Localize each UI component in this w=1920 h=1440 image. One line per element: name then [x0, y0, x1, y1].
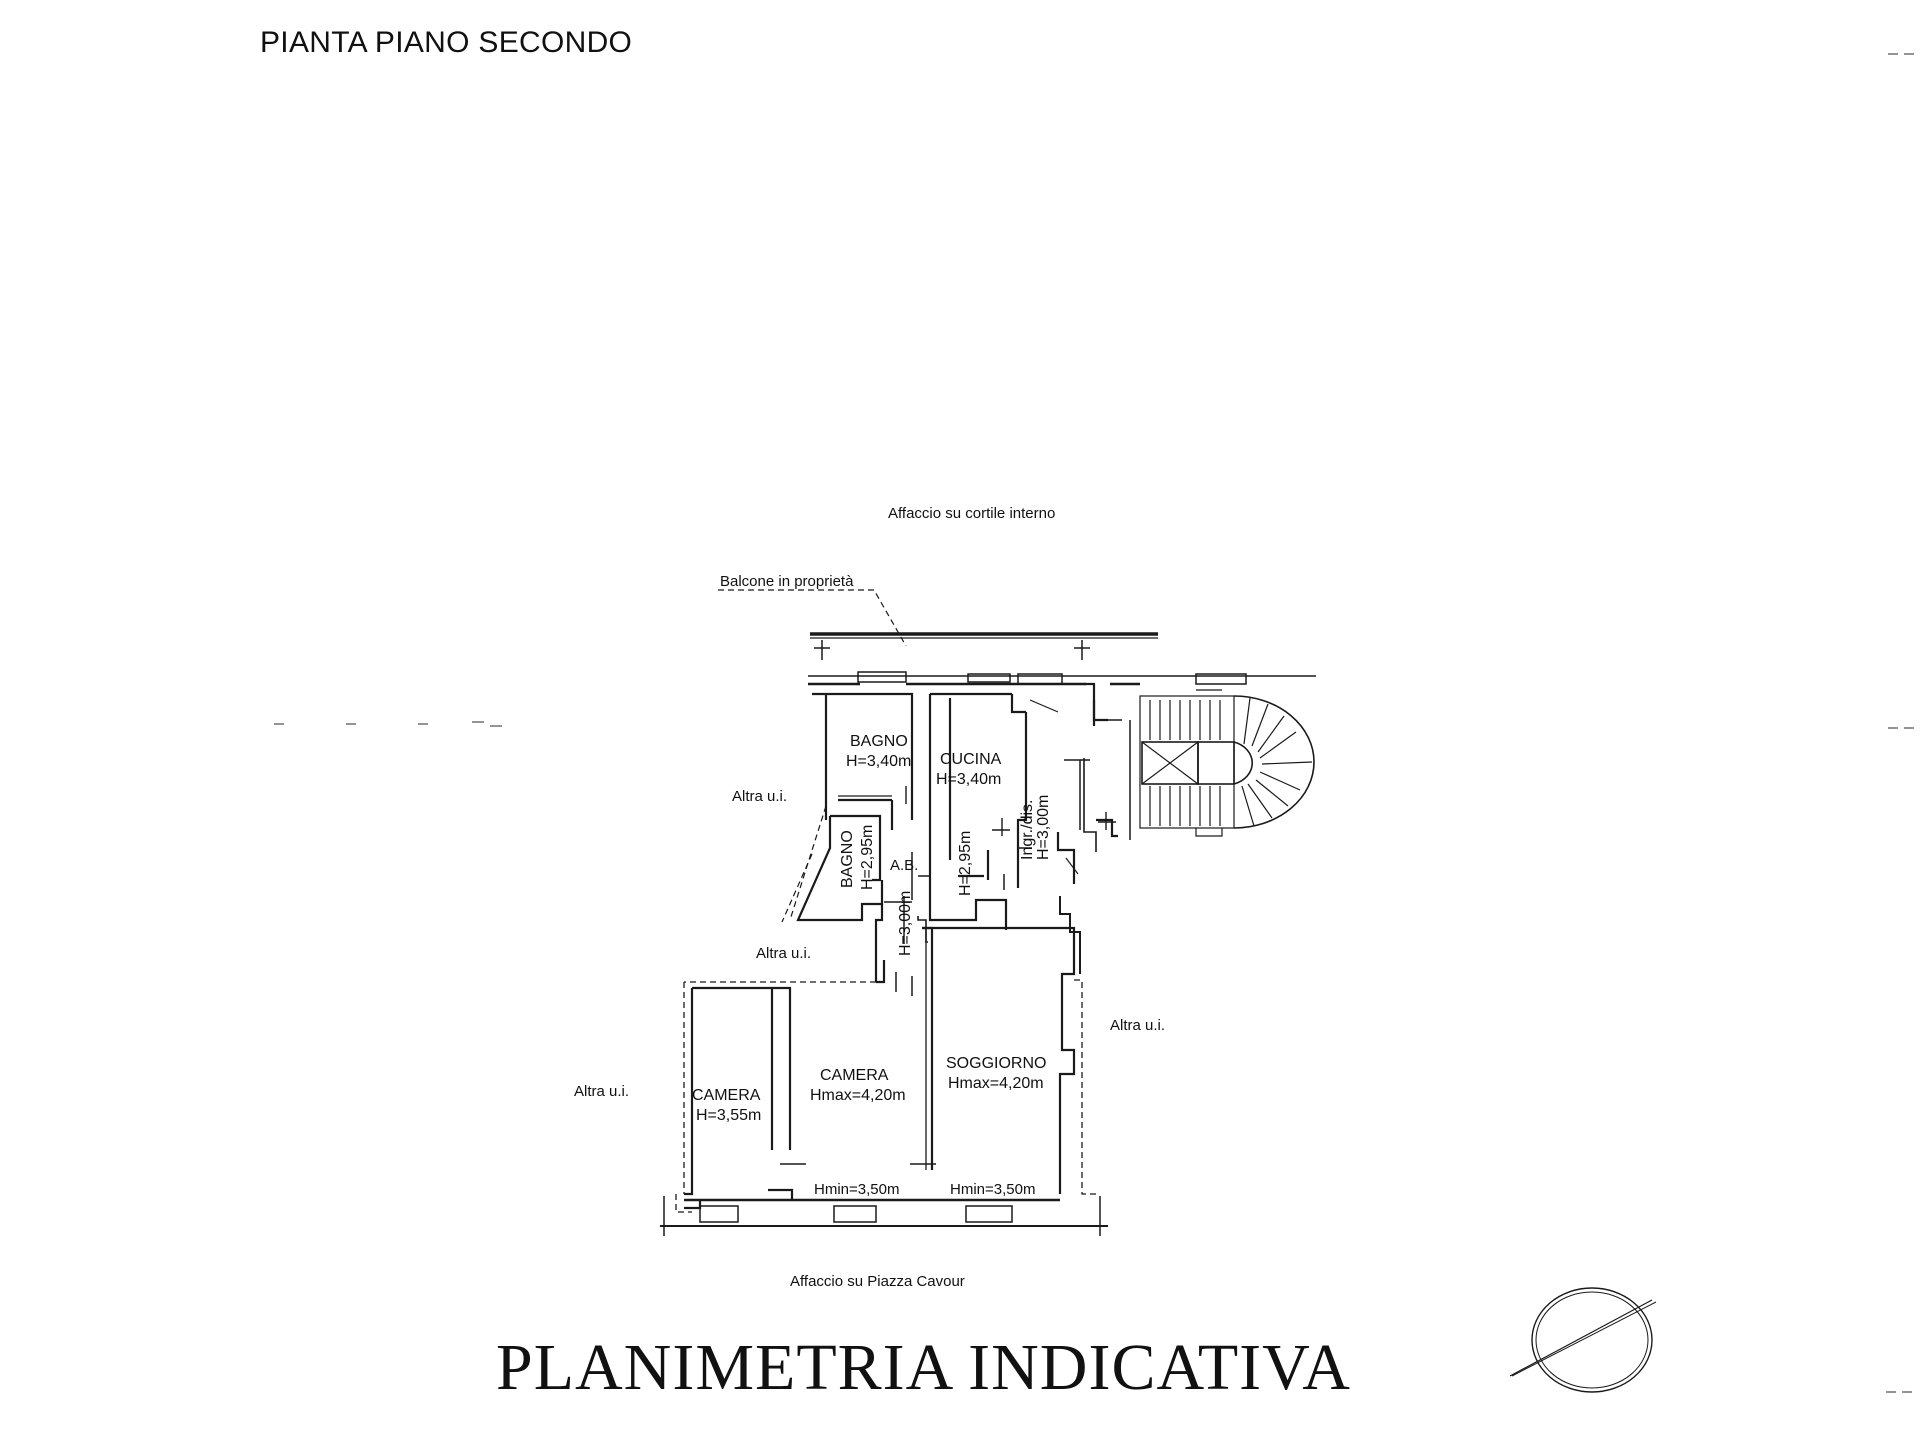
room-name-soggiorno: SOGGIORNO	[946, 1055, 1046, 1072]
facing-bottom-label: Affaccio su Piazza Cavour	[790, 1273, 965, 1290]
room-height-bagno-2: H=2,95m	[859, 825, 876, 890]
room-height-disimpegno: H=2,95m	[957, 831, 974, 896]
other-unit-label: Altra u.i.	[574, 1083, 629, 1100]
other-unit-label: Altra u.i.	[1110, 1017, 1165, 1034]
room-height-bagno: H=3,40m	[846, 753, 911, 770]
room-height-ingresso: H=3,00m	[1035, 795, 1052, 860]
room-hmin-camera-2: Hmin=3,50m	[814, 1181, 899, 1198]
plan-walls	[660, 589, 1316, 1236]
room-height-soggiorno: Hmax=4,20m	[948, 1075, 1044, 1092]
balcony-leader	[718, 589, 907, 647]
sheet-title: PIANTA PIANO SECONDO	[260, 26, 633, 59]
room-name-camera-2: CAMERA	[820, 1067, 889, 1084]
room-name-cucina: CUCINA	[940, 751, 1002, 768]
facing-top-label: Affaccio su cortile interno	[888, 505, 1055, 522]
room-name-ab: A.B.	[890, 857, 918, 874]
balcony-label: Balcone in proprietà	[720, 573, 854, 590]
room-name-camera-1: CAMERA	[692, 1087, 761, 1104]
room-height-camera-1: H=3,55m	[696, 1107, 761, 1124]
drawing-title: PLANIMETRIA INDICATIVA	[496, 1331, 1351, 1404]
north-arrow	[1509, 1287, 1657, 1393]
room-height-camera-2: Hmax=4,20m	[810, 1087, 906, 1104]
room-name-ingresso: Ingr./dis.	[1019, 800, 1036, 860]
staircase	[1139, 689, 1315, 837]
other-unit-label: Altra u.i.	[756, 945, 811, 962]
room-name-bagno: BAGNO	[850, 733, 908, 750]
room-height-cucina: H=3,40m	[936, 771, 1001, 788]
room-height-corridoio: H=3,00m	[897, 891, 914, 956]
margin-marks	[274, 53, 1914, 1393]
other-unit-label: Altra u.i.	[732, 788, 787, 805]
room-name-bagno-2: BAGNO	[839, 830, 856, 888]
room-hmin-soggiorno: Hmin=3,50m	[950, 1181, 1035, 1198]
